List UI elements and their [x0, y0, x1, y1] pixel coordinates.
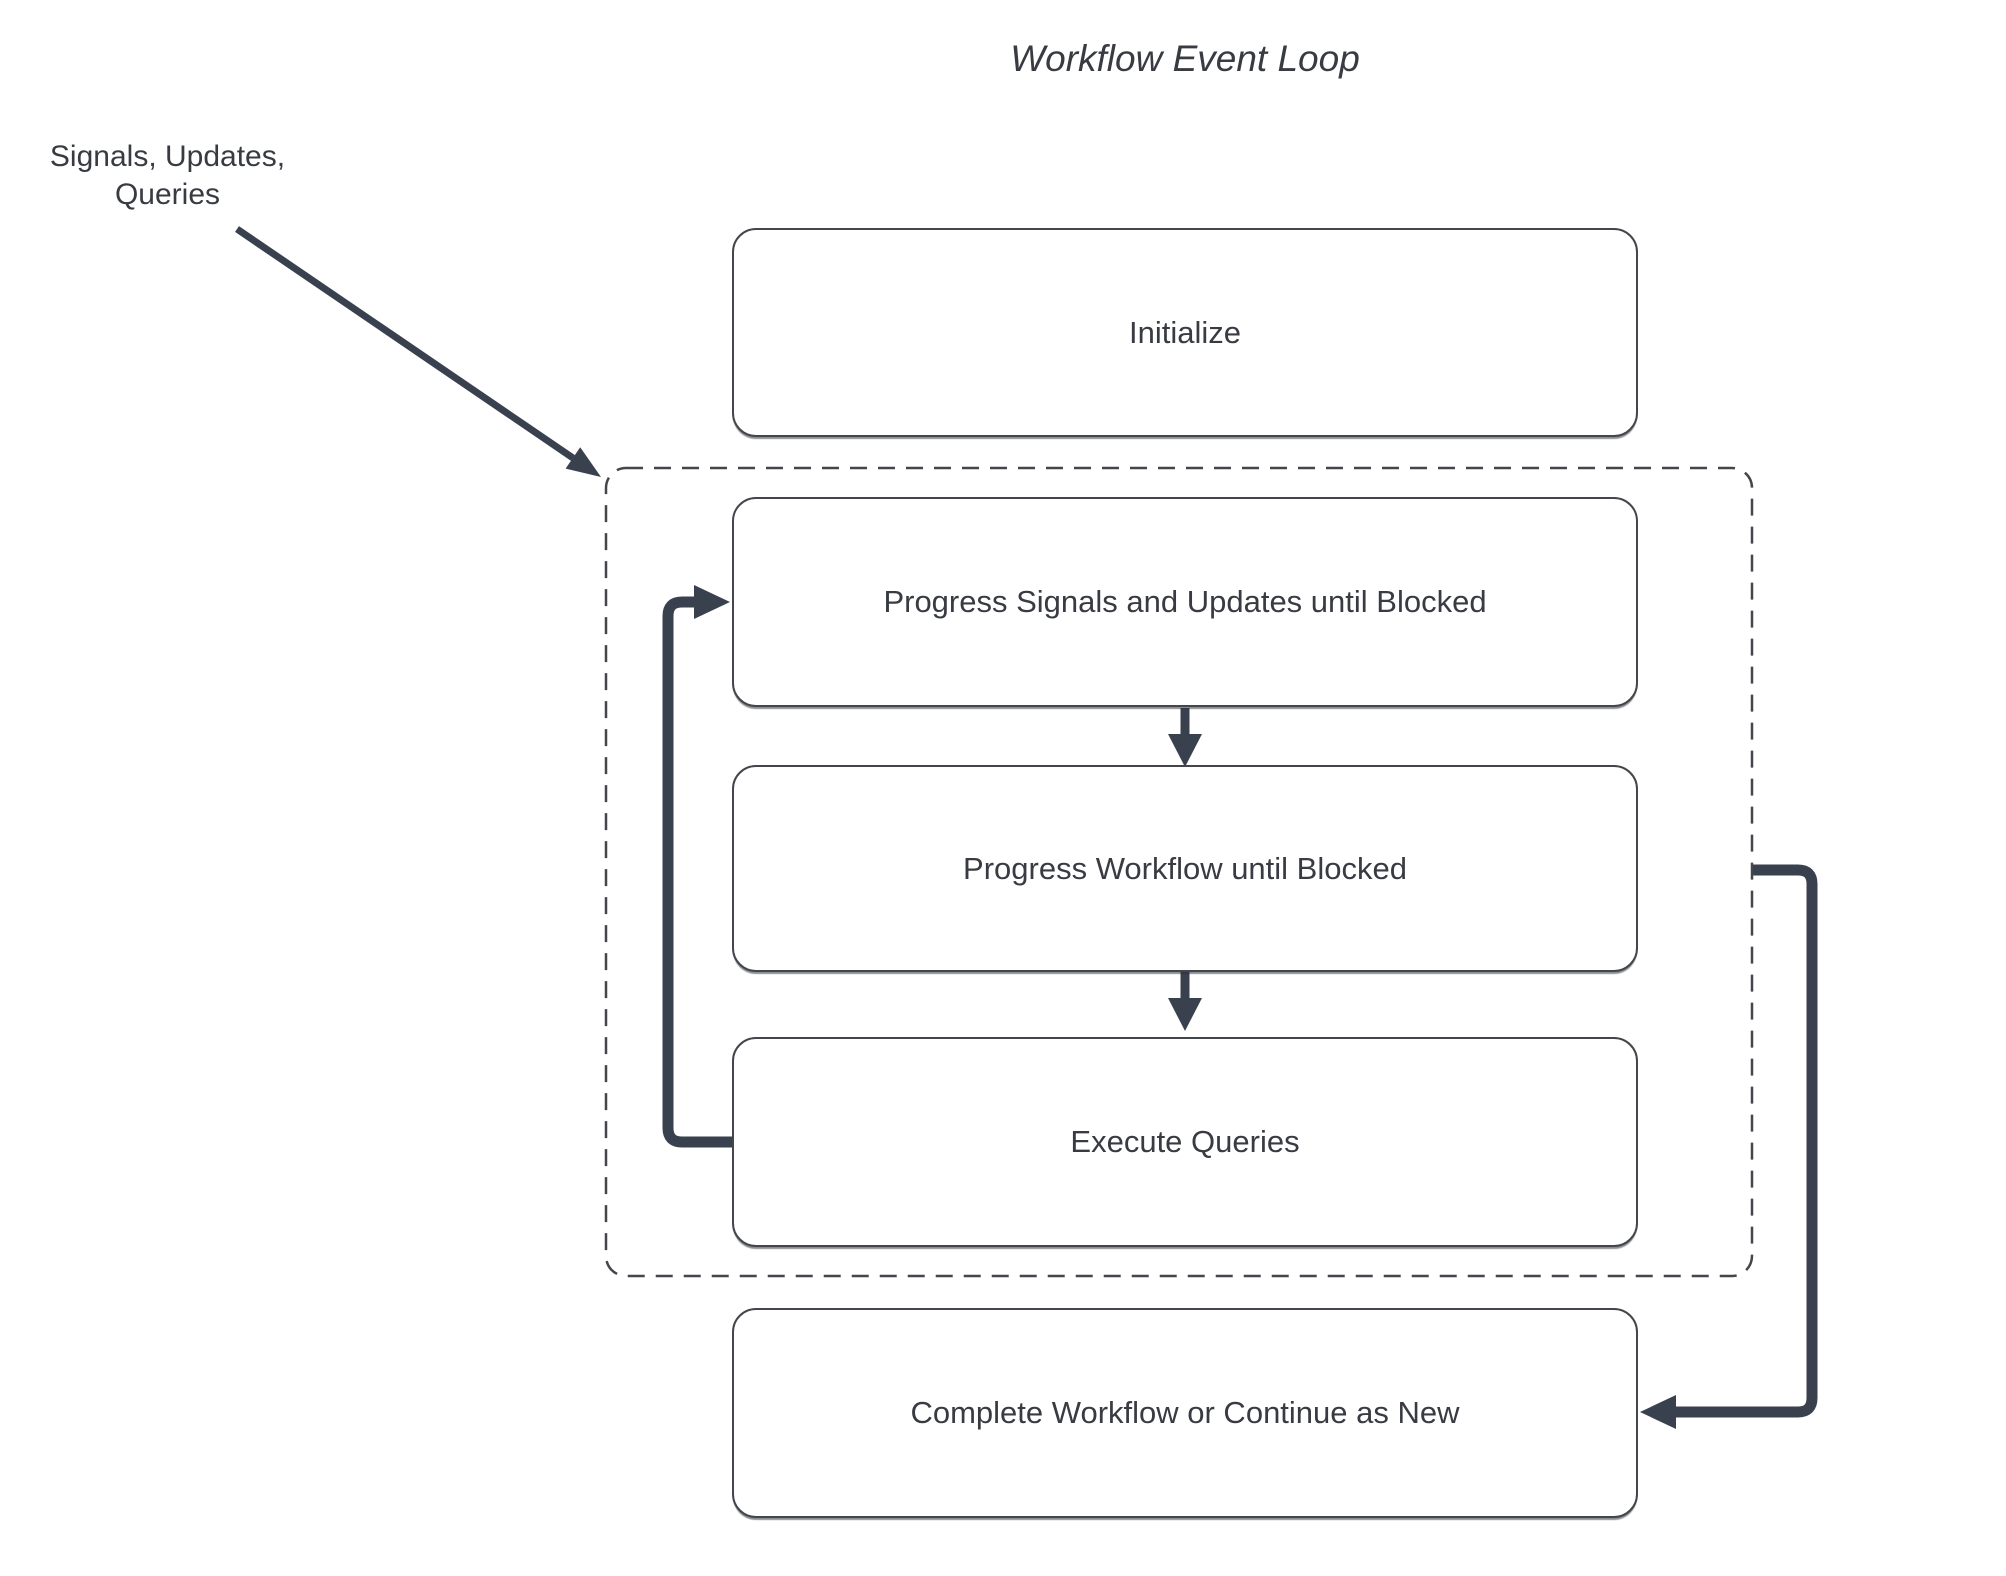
node-progress-signals-updates: Progress Signals and Updates until Block…	[732, 497, 1638, 707]
down-arrow-workflow-to-queries	[1168, 972, 1202, 1031]
event-loop-group-container	[604, 466, 1754, 1278]
down-arrow-signals-to-workflow	[1168, 708, 1202, 767]
signals-updates-queries-label: Signals, Updates, Queries	[49, 140, 286, 211]
node-progress-workflow: Progress Workflow until Blocked	[732, 765, 1638, 972]
loop-back-arrow	[662, 585, 732, 1148]
node-complete-or-continue: Complete Workflow or Continue as New	[732, 1308, 1638, 1518]
signals-annotation-arrow	[235, 226, 601, 477]
loop-exit-arrow	[1640, 864, 1818, 1429]
node-initialize: Initialize	[732, 228, 1638, 437]
node-execute-queries: Execute Queries	[732, 1037, 1638, 1247]
diagram-title: Workflow Event Loop	[1010, 38, 1360, 79]
